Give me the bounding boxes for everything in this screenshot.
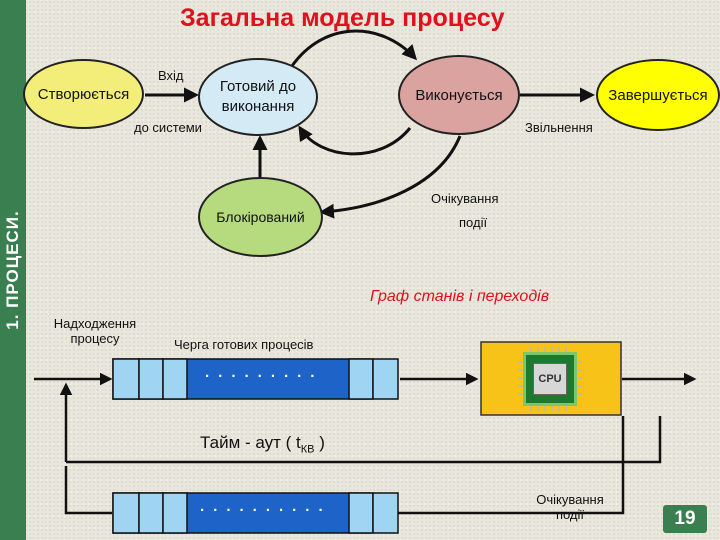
label-ready-queue: Черга готових процесів — [174, 337, 314, 352]
page-number: 19 — [663, 505, 707, 533]
arrow-dispatch — [286, 29, 418, 73]
label-arrival-line1: Надходження — [53, 316, 137, 331]
label-wait-event: події — [459, 215, 488, 230]
page-title: Загальна модель процесу — [180, 4, 505, 32]
label-event-wait-line2: події — [555, 507, 585, 522]
cpu-icon: CPU — [523, 352, 577, 406]
state-created-label: Створюється — [37, 85, 130, 103]
blocked-queue — [112, 492, 399, 534]
state-ready: Готовий до виконання — [198, 58, 318, 136]
ready-queue — [112, 358, 399, 400]
label-arrival: Надходження процесу — [41, 316, 149, 346]
state-blocked: Блокірований — [198, 177, 323, 257]
sidebar-band: 1. ПРОЦЕСИ. — [0, 0, 26, 540]
state-running: Виконується — [398, 55, 520, 135]
blocked-queue-dots: · · · · · · · · · · — [200, 502, 326, 519]
label-event-wait-line1: Очікування — [536, 492, 604, 507]
cpu-label: CPU — [533, 363, 567, 395]
label-timeout: Тайм - аут ( tКВ ) — [200, 433, 325, 455]
label-arrival-line2: процесу — [70, 331, 120, 346]
state-ready-line2: виконання — [221, 98, 295, 115]
state-finished-label: Завершується — [608, 86, 708, 104]
timeout-sub: КВ — [300, 443, 315, 456]
arrow-timeout — [298, 125, 412, 156]
timeout-suffix: ) — [314, 433, 325, 452]
label-entry-system: до системи — [134, 120, 202, 135]
ready-queue-dots: · · · · · · · · · — [205, 368, 318, 385]
state-finished: Завершується — [596, 59, 720, 131]
timeout-loop — [66, 416, 662, 464]
blocked-return — [64, 466, 112, 515]
state-created: Створюється — [23, 59, 144, 129]
graph-caption: Граф станів і переходів — [370, 288, 550, 305]
label-event-wait: Очікування події — [520, 492, 620, 522]
label-release: Звільнення — [525, 120, 593, 135]
label-entry: Вхід — [158, 68, 184, 83]
state-ready-line1: Готовий до — [219, 78, 297, 95]
label-wait: Очікування — [431, 191, 499, 206]
arrow-wait — [319, 135, 462, 219]
event-wait-line — [418, 416, 625, 515]
state-blocked-label: Блокірований — [216, 209, 305, 225]
state-running-label: Виконується — [415, 86, 503, 104]
timeout-prefix: Тайм - аут ( t — [200, 433, 301, 452]
